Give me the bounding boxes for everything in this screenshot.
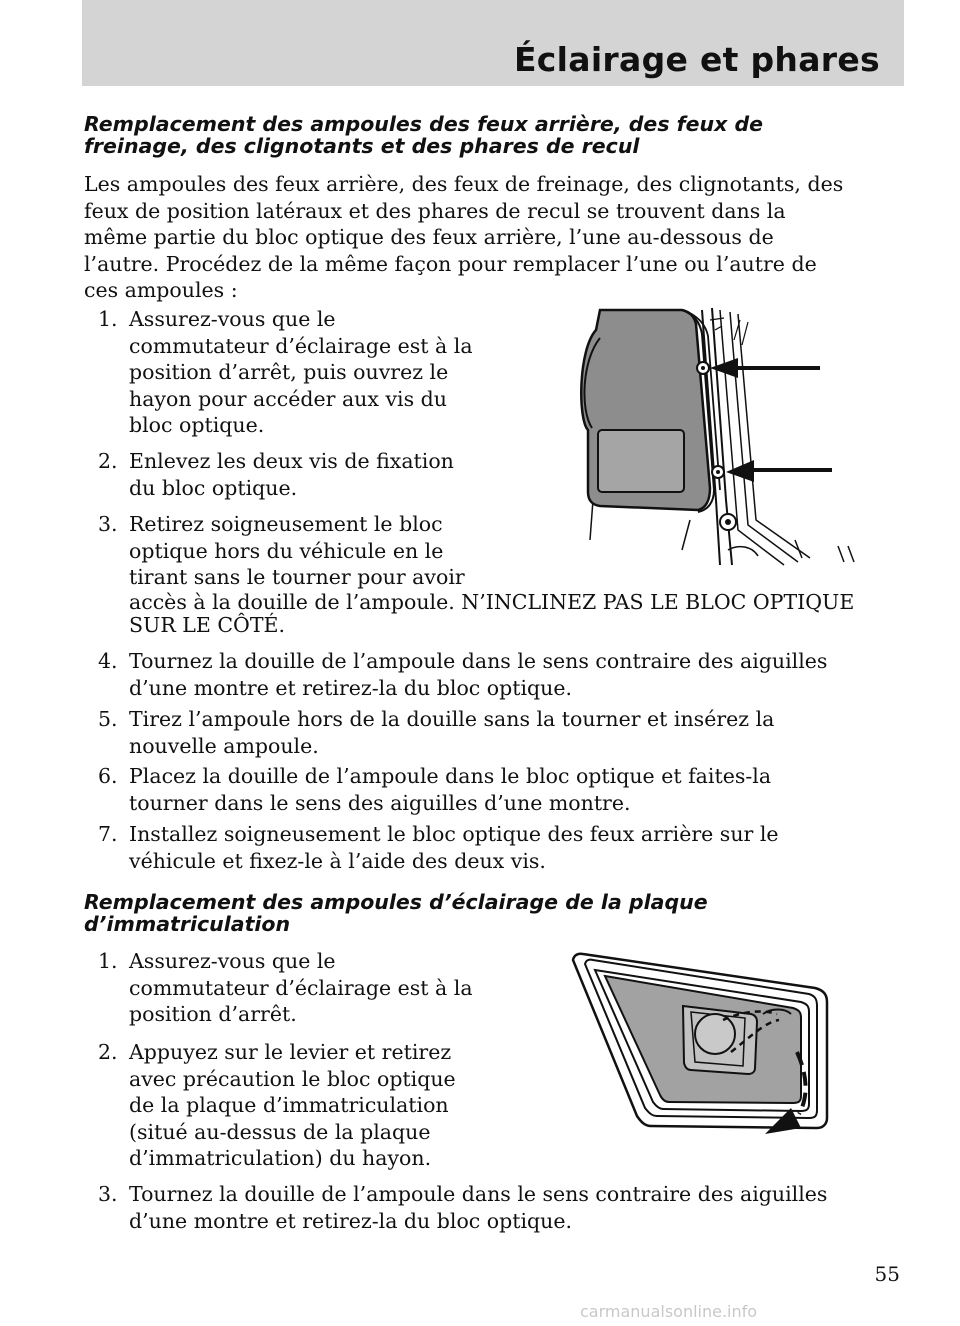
section-title-license-lamp: Remplacement des ampoules d’éclairage de… <box>84 891 844 935</box>
step-number: 7. <box>98 822 118 846</box>
step-line: Placez la douille de l’ampoule dans le b… <box>129 764 772 788</box>
bulb-socket-icon <box>694 1013 736 1055</box>
step-4: 4. Tournez la douille de l’ampoule dans … <box>98 648 908 701</box>
step-6: 6. Placez la douille de l’ampoule dans l… <box>98 763 908 816</box>
arrow-icon <box>765 1051 808 1134</box>
step-number: 5. <box>98 707 118 731</box>
step-line: Assurez-vous que le <box>129 307 336 331</box>
step-1: 1. Assurez-vous que le commutateur d’écl… <box>98 306 598 439</box>
intro-line: feux de position latéraux et des phares … <box>84 198 786 223</box>
intro-line: même partie du bloc optique des feux arr… <box>84 225 774 249</box>
step-line: bloc optique. <box>129 413 265 437</box>
step-line: SUR LE CÔTÉ. <box>129 612 286 637</box>
screw-icon <box>711 465 725 479</box>
screw-icon <box>696 361 710 375</box>
step-number: 3. <box>98 1182 118 1206</box>
step-line: Enlevez les deux vis de fixation <box>129 449 454 473</box>
step-line: Installez soigneusement le bloc optique … <box>129 822 779 846</box>
section-title-tail-lamp: Remplacement des ampoules des feux arriè… <box>84 113 844 157</box>
step-line: commutateur d’éclairage est à la <box>129 975 473 1000</box>
watermark: carmanualsonline.info <box>580 1302 758 1321</box>
step-number: 3. <box>98 512 118 536</box>
step-number: 6. <box>98 764 118 788</box>
step-5: 5. Tirez l’ampoule hors de la douille sa… <box>98 706 908 759</box>
intro-line: l’autre. Procédez de la même façon pour … <box>84 251 817 276</box>
step-line: position d’arrêt. <box>129 1002 297 1026</box>
step-line: Tournez la douille de l’ampoule dans le … <box>129 1182 828 1206</box>
section-title-line: d’immatriculation <box>84 912 291 936</box>
step-line: de la plaque d’immatriculation <box>129 1093 449 1117</box>
section-title-line: Remplacement des ampoules d’éclairage de… <box>84 890 708 914</box>
plate-step-1: 1. Assurez-vous que le commutateur d’écl… <box>98 948 598 1028</box>
step-line: d’une montre et retirez-la du bloc optiq… <box>129 675 573 700</box>
page-number: 55 <box>874 1262 900 1286</box>
section-title-line: freinage, des clignotants et des phares … <box>84 134 640 158</box>
step-number: 2. <box>98 449 118 473</box>
arrow-icon <box>710 358 820 378</box>
step-line: véhicule et fixez-le à l’aide des deux v… <box>129 848 546 873</box>
step-7: 7. Installez soigneusement le bloc optiq… <box>98 821 908 874</box>
step-line: position d’arrêt, puis ouvrez le <box>129 360 449 384</box>
step-3: 3. Retirez soigneusement le bloc optique… <box>98 511 908 637</box>
intro-line: ces ampoules : <box>84 278 238 302</box>
step-line: optique hors du véhicule en le <box>129 538 444 563</box>
step-number: 4. <box>98 649 118 673</box>
step-number: 2. <box>98 1040 118 1064</box>
license-lamp-illustration <box>571 952 829 1134</box>
arrow-icon <box>726 460 832 482</box>
bolt-icon <box>719 513 737 531</box>
plate-step-3: 3. Tournez la douille de l’ampoule dans … <box>98 1181 908 1234</box>
header-band: Éclairage et phares <box>82 0 904 86</box>
step-line: hayon pour accéder aux vis du <box>129 386 447 411</box>
step-line: Tirez l’ampoule hors de la douille sans … <box>129 707 775 731</box>
step-line: d’immatriculation) du hayon. <box>129 1146 432 1170</box>
step-line: accès à la douille de l’ampoule. N’INCLI… <box>129 589 855 614</box>
step-line: Appuyez sur le levier et retirez <box>129 1040 452 1064</box>
step-2: 2. Enlevez les deux vis de fixation du b… <box>98 448 598 501</box>
step-line: Tournez la douille de l’ampoule dans le … <box>129 649 828 673</box>
step-line: commutateur d’éclairage est à la <box>129 333 473 358</box>
plate-step-2: 2. Appuyez sur le levier et retirez avec… <box>98 1039 598 1172</box>
step-line: tourner dans le sens des aiguilles d’une… <box>129 790 631 815</box>
step-line: d’une montre et retirez-la du bloc optiq… <box>129 1208 573 1233</box>
step-number: 1. <box>98 949 118 973</box>
intro-paragraph: Les ampoules des feux arrière, des feux … <box>84 171 904 304</box>
intro-line: Les ampoules des feux arrière, des feux … <box>84 172 844 196</box>
lamp-reflector <box>597 429 685 493</box>
step-number: 1. <box>98 307 118 331</box>
section-title-line: Remplacement des ampoules des feux arriè… <box>84 112 764 136</box>
page-title: Éclairage et phares <box>513 40 880 79</box>
tail-lamp-illustration <box>580 307 855 566</box>
step-line: Assurez-vous que le <box>129 949 336 973</box>
step-line: avec précaution le bloc optique <box>129 1066 456 1091</box>
step-line: nouvelle ampoule. <box>129 733 319 758</box>
step-line: Retirez soigneusement le bloc <box>129 512 443 536</box>
step-line: tirant sans le tourner pour avoir <box>129 565 465 589</box>
step-line: du bloc optique. <box>129 475 298 500</box>
step-line: (situé au-dessus de la plaque <box>129 1119 431 1144</box>
